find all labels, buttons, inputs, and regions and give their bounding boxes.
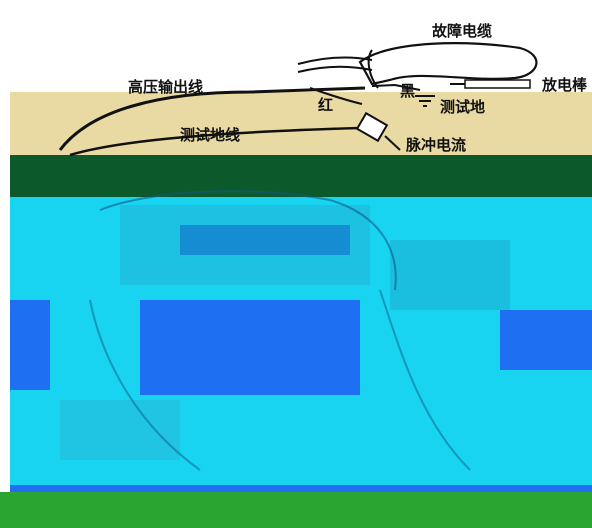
blue-block-right bbox=[500, 310, 592, 370]
green-band bbox=[0, 492, 592, 528]
pulse-sensor bbox=[355, 111, 401, 151]
noise-line bbox=[89, 299, 201, 471]
label-fault-cable: 故障电缆 bbox=[432, 22, 493, 40]
noise-line bbox=[99, 190, 397, 291]
noise-patch bbox=[180, 225, 350, 255]
ground-symbol bbox=[415, 95, 435, 107]
discharge-rod-end bbox=[464, 79, 531, 89]
label-black: 黑 bbox=[400, 82, 416, 100]
label-test-ground: 测试地 bbox=[440, 98, 486, 116]
black-lead bbox=[371, 83, 421, 91]
label-hv-output: 高压输出线 bbox=[128, 78, 204, 96]
label-red: 红 bbox=[318, 96, 334, 114]
noise-patch bbox=[390, 240, 510, 310]
tan-band bbox=[10, 92, 592, 155]
cable-core bbox=[297, 56, 373, 65]
noise-line bbox=[379, 289, 471, 471]
blue-block-center bbox=[140, 300, 360, 395]
fault-cable bbox=[358, 42, 538, 86]
cable-core bbox=[297, 65, 373, 73]
dark-green-band bbox=[10, 155, 592, 197]
red-lead bbox=[309, 87, 363, 105]
blue-block-left bbox=[10, 300, 50, 390]
blue-strip bbox=[10, 485, 592, 493]
hv-output-line bbox=[58, 86, 366, 151]
label-capacitor: 放电棒 bbox=[542, 76, 588, 94]
label-test-ground-wire: 测试地线 bbox=[180, 126, 241, 144]
noise-patch bbox=[60, 400, 180, 460]
label-pulse-current: 脉冲电流 bbox=[406, 136, 467, 154]
test-ground-wire bbox=[69, 126, 361, 157]
